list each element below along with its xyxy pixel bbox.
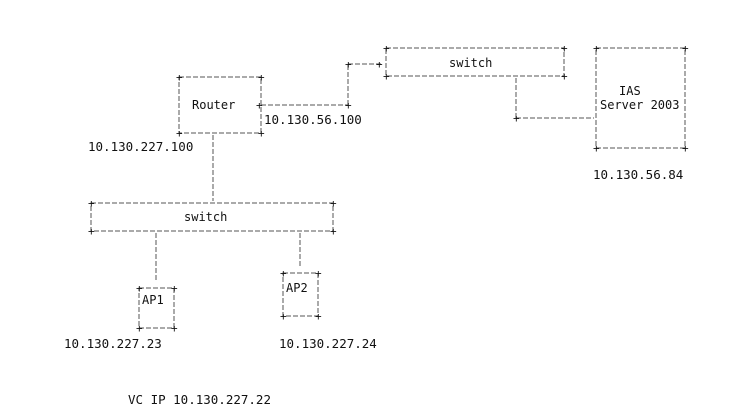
switch-to-ap-links (155, 233, 301, 280)
ias-label-line1: IAS (619, 84, 641, 98)
corner-plus: + (176, 127, 183, 140)
corner-plus: + (280, 310, 287, 323)
ap1-node: + + + + AP1 (136, 282, 178, 335)
corner-plus: + (593, 142, 600, 155)
corner-plus: + (682, 42, 689, 55)
ias-label-line2: Server 2003 (600, 98, 679, 112)
router-lan-ip: 10.130.227.100 (88, 139, 193, 154)
ap1-ip: 10.130.227.23 (64, 336, 162, 351)
router-label: Router (192, 98, 235, 112)
corner-plus: + (88, 225, 95, 238)
router-wan-ip: 10.130.56.100 (264, 112, 362, 127)
ap2-label: AP2 (286, 281, 308, 295)
ap1-label: AP1 (142, 293, 164, 307)
ias-server-ip: 10.130.56.84 (593, 167, 683, 182)
corner-plus: + (315, 267, 322, 280)
corner-plus: + (171, 282, 178, 295)
corner-plus: + (171, 322, 178, 335)
corner-plus: + (258, 127, 265, 140)
corner-plus: + (280, 267, 287, 280)
corner-plus: + (330, 197, 337, 210)
link-plus: + (256, 99, 263, 112)
ap2-box (282, 272, 319, 317)
switch-top-node: + + + + switch (383, 42, 568, 83)
router-node: + + + + Router (176, 71, 265, 140)
corner-plus: + (561, 70, 568, 83)
corner-plus: + (682, 142, 689, 155)
switch-bottom-box (90, 202, 334, 232)
vc-ip: VC IP 10.130.227.22 (128, 392, 271, 407)
switch-bottom-label: switch (184, 210, 227, 224)
corner-plus: + (136, 322, 143, 335)
router-to-switch-link: + + + + (256, 58, 383, 112)
corner-plus: + (383, 70, 390, 83)
corner-plus: + (88, 197, 95, 210)
corner-plus: + (593, 42, 600, 55)
corner-plus: + (383, 42, 390, 55)
ap2-node: + + + + AP2 (280, 267, 322, 323)
ap1-box (138, 287, 175, 329)
link-plus: + (376, 58, 383, 71)
ap2-ip: 10.130.227.24 (279, 336, 377, 351)
corner-plus: + (315, 310, 322, 323)
link-plus: + (345, 99, 352, 112)
link-plus: + (513, 112, 520, 125)
link-plus: + (345, 58, 352, 71)
ias-server-node: + + + + IAS Server 2003 (593, 42, 689, 155)
switch-to-ias-link: + (513, 78, 594, 125)
switch-top-box (385, 47, 565, 77)
switch-top-label: switch (449, 56, 492, 70)
switch-bottom-node: + + + + switch (88, 197, 337, 238)
corner-plus: + (561, 42, 568, 55)
corner-plus: + (176, 71, 183, 84)
ias-server-box (595, 47, 686, 149)
corner-plus: + (136, 282, 143, 295)
corner-plus: + (258, 71, 265, 84)
corner-plus: + (330, 225, 337, 238)
